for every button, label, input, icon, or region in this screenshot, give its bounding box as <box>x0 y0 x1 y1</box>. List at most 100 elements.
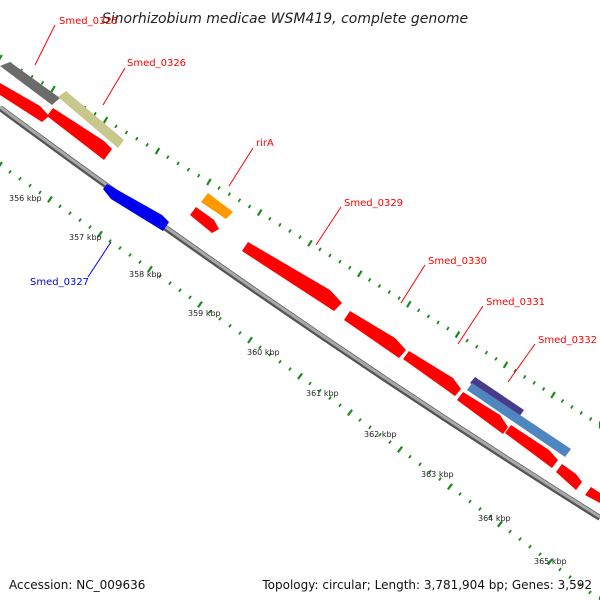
minor-tick <box>118 246 122 250</box>
minor-tick <box>268 216 272 221</box>
minor-tick <box>168 281 172 286</box>
minor-tick <box>508 529 512 534</box>
major-tick <box>454 331 461 339</box>
minor-tick <box>458 492 462 496</box>
major-tick <box>0 54 3 61</box>
gene-label-rira[interactable]: rirA <box>256 138 274 149</box>
minor-tick <box>318 388 322 393</box>
leader-smed-0329 <box>315 206 342 246</box>
major-tick <box>547 558 553 566</box>
minor-tick <box>40 80 45 85</box>
gene-label-smed-0329[interactable]: Smed_0329 <box>344 198 403 209</box>
minor-tick <box>446 326 450 331</box>
minor-tick <box>328 396 332 401</box>
gene-arrow-smed-0325 <box>0 83 49 122</box>
minor-tick <box>532 380 536 385</box>
minor-tick <box>93 111 97 116</box>
ruler-label: 359 kbp <box>188 309 221 318</box>
genome-backbone-shadow <box>0 105 600 521</box>
ruler-label: 357 kbp <box>69 233 102 242</box>
gene-label-smed-0331[interactable]: Smed_0331 <box>486 297 545 308</box>
gene-label-smed-0332[interactable]: Smed_0332 <box>538 335 597 346</box>
minor-tick <box>338 259 342 264</box>
major-tick <box>356 270 363 278</box>
minor-tick <box>288 367 292 371</box>
major-tick <box>297 372 303 380</box>
major-tick <box>50 85 56 93</box>
minor-tick <box>378 432 382 437</box>
minor-tick <box>513 368 517 373</box>
gene-labels: Smed_0325 Smed_0326 rirA Smed_0327 Smed_… <box>30 16 597 346</box>
minor-tick <box>135 136 139 141</box>
minor-tick <box>538 552 542 557</box>
leader-smed-0325 <box>34 24 56 66</box>
olive-feature <box>58 91 124 148</box>
ruler-label: 356 kbp <box>9 194 42 203</box>
minor-tick <box>158 274 162 279</box>
minor-tick <box>348 265 352 270</box>
gene-label-smed-0325[interactable]: Smed_0325 <box>59 16 118 27</box>
minor-tick <box>268 352 272 357</box>
gene-arrow-next-1 <box>505 425 558 468</box>
leader-smed-0327 <box>87 241 112 278</box>
gene-arrow-smed-0326 <box>47 108 112 160</box>
leader-smed-0326 <box>102 67 126 106</box>
minor-tick <box>88 225 92 230</box>
major-tick <box>147 265 153 273</box>
gene-arrow-smed-0331 <box>403 351 461 396</box>
minor-tick <box>518 537 522 542</box>
gene-arrow-smed-0327 <box>103 184 169 231</box>
major-tick <box>154 147 161 155</box>
minor-tick <box>138 260 142 265</box>
accession-text: Accession: NC_009636 <box>9 578 146 592</box>
minor-tick <box>367 277 372 282</box>
minor-tick <box>570 405 574 409</box>
ruler-label: 365 kbp <box>534 557 567 566</box>
minor-tick <box>208 309 212 314</box>
genome-summary-text: Topology: circular; Length: 3,781,904 bp… <box>262 578 592 592</box>
gene-arrow-smed-0330 <box>344 311 406 358</box>
minor-tick <box>528 544 532 549</box>
minor-tick <box>58 204 62 209</box>
minor-tick <box>278 222 282 227</box>
minor-tick <box>288 229 292 233</box>
minor-tick <box>541 387 546 391</box>
minor-tick <box>128 253 132 257</box>
minor-tick <box>298 235 302 240</box>
minor-tick <box>28 183 32 188</box>
minor-tick <box>588 590 592 595</box>
minor-tick <box>197 173 201 178</box>
ruler-label: 362 kbp <box>364 430 397 439</box>
minor-tick <box>418 462 422 467</box>
gene-arrow-smed-0329 <box>242 242 342 311</box>
ruler-labels: 356 kbp 357 kbp 358 kbp 359 kbp 360 kbp … <box>9 194 567 566</box>
steelblue-feature <box>467 383 571 457</box>
minor-tick <box>579 411 583 415</box>
ruler-label: 364 kbp <box>478 514 511 523</box>
feature-track <box>0 62 571 457</box>
major-tick <box>247 336 253 344</box>
gene-arrow-next-2 <box>556 464 582 490</box>
leader-smed-0330 <box>400 264 426 304</box>
minor-tick <box>258 345 262 350</box>
minor-tick <box>338 403 342 408</box>
major-tick <box>256 209 263 217</box>
minor-tick <box>465 338 469 343</box>
minor-tick <box>388 440 392 445</box>
gene-label-smed-0326[interactable]: Smed_0326 <box>127 58 186 69</box>
minor-tick <box>358 418 362 422</box>
gene-arrow-next-3 <box>585 487 600 503</box>
minor-tick <box>114 124 118 129</box>
minor-tick <box>176 161 180 166</box>
major-tick <box>102 116 109 124</box>
gene-label-smed-0327[interactable]: Smed_0327 <box>30 277 89 288</box>
gene-label-smed-0330[interactable]: Smed_0330 <box>428 256 487 267</box>
orange-feature <box>201 193 233 219</box>
minor-tick <box>377 284 382 288</box>
minor-tick <box>568 575 572 580</box>
major-tick <box>447 483 453 491</box>
minor-tick <box>475 344 479 349</box>
major-tick <box>397 445 403 453</box>
minor-tick <box>217 186 221 190</box>
